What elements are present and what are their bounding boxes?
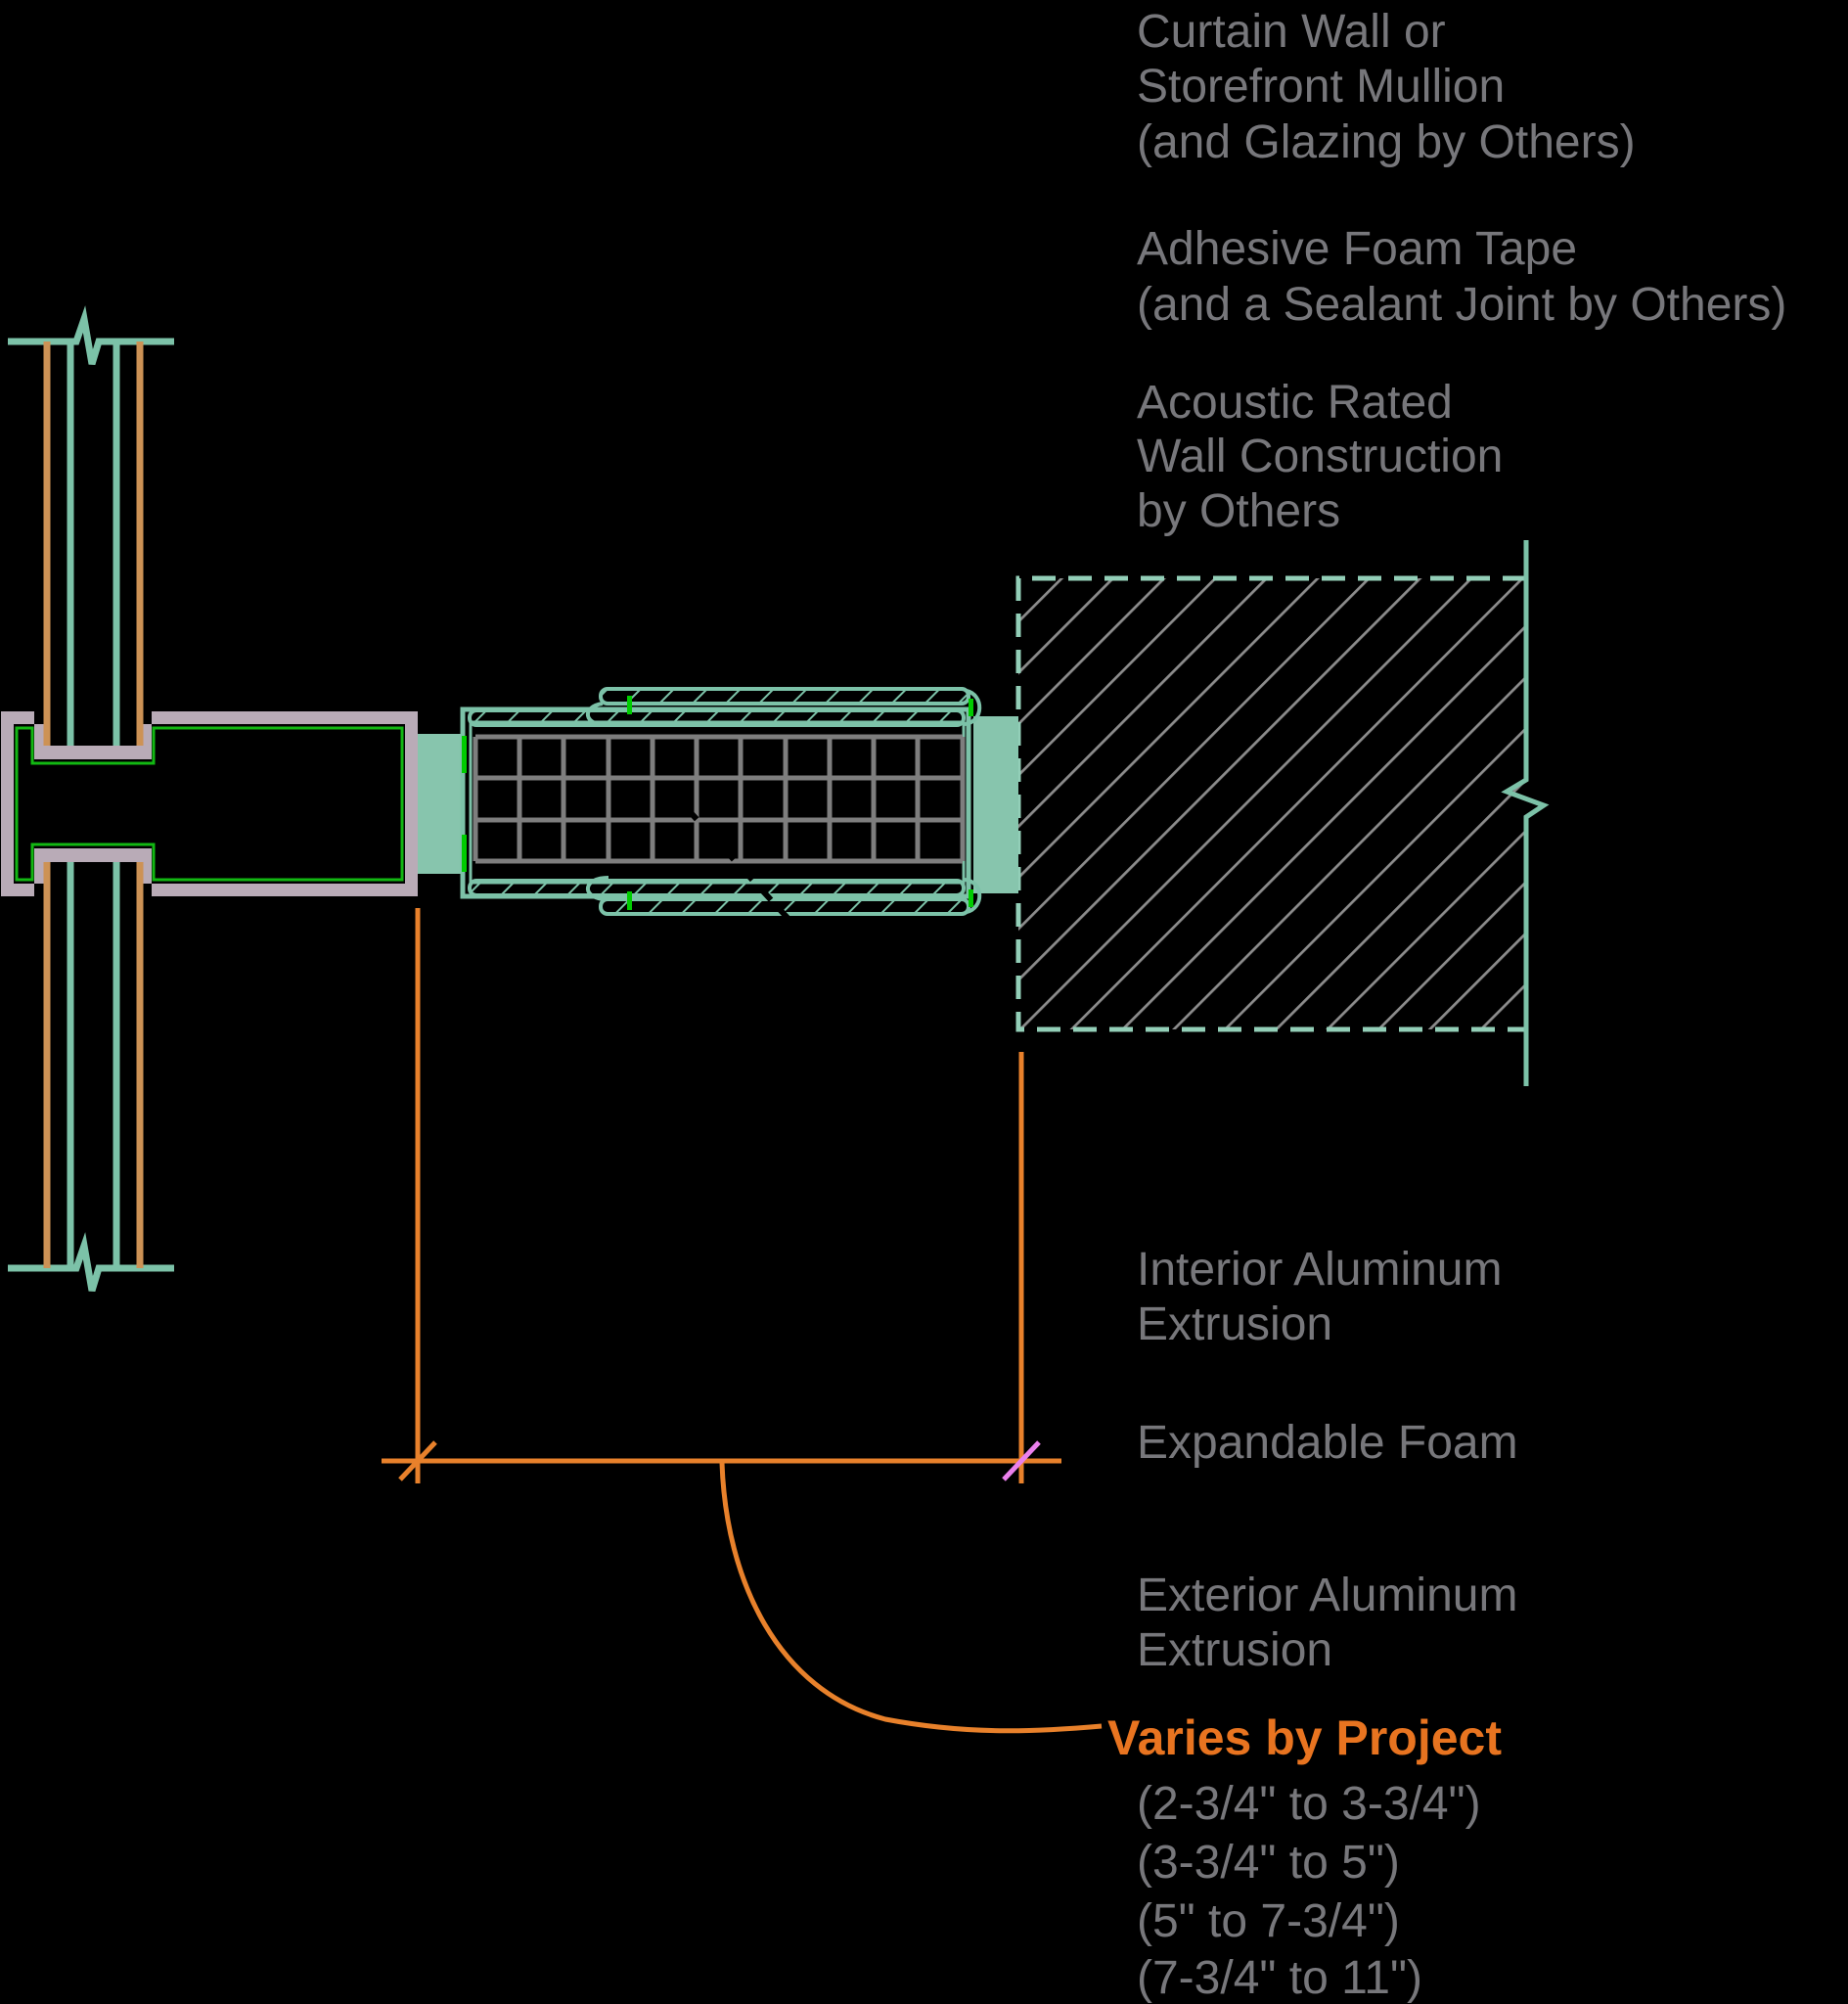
dimension-tick-right (1002, 1440, 1041, 1481)
label-range-1: (2-3/4" to 3-3/4") (1137, 1778, 1481, 1830)
mullion-outline (1, 711, 418, 896)
label-varies-by-project: Varies by Project (1107, 1710, 1503, 1765)
label-range-2: (3-3/4" to 5") (1137, 1837, 1400, 1889)
label-interior-extrusion-1: Interior Aluminum (1137, 1244, 1503, 1296)
label-exterior-extrusion-1: Exterior Aluminum (1137, 1570, 1518, 1621)
acoustic-wall-section (1015, 540, 1550, 1086)
mullion-inner-green-line (15, 726, 404, 882)
label-range-3: (5" to 7-3/4") (1137, 1895, 1400, 1947)
wall-face-line-with-break (1501, 540, 1550, 1086)
leader-arc (719, 1462, 1103, 1734)
label-foam-tape-2: (and a Sealant Joint by Others) (1137, 279, 1787, 331)
joint-plug-assembly (460, 687, 982, 933)
label-acoustic-wall-3: by Others (1137, 485, 1341, 537)
glazing-break-line-bottom (8, 1232, 174, 1293)
label-acoustic-wall-2: Wall Construction (1137, 431, 1504, 482)
mullion-section (1, 711, 418, 896)
dimension-tick-left (398, 1440, 437, 1481)
label-curtain-wall-1: Curtain Wall or (1137, 6, 1446, 58)
glazing-lines (8, 305, 174, 1293)
label-acoustic-wall-1: Acoustic Rated (1137, 377, 1453, 429)
spring-seal-bars (468, 687, 982, 916)
wall-hatch-fill (1018, 578, 1526, 1029)
glazing-break-line-top (8, 305, 174, 366)
label-range-4: (7-3/4" to 11") (1137, 1952, 1422, 2004)
hidden-break-line (682, 803, 801, 933)
label-curtain-wall-2: Storefront Mullion (1137, 61, 1506, 113)
foam-tape-left (418, 734, 463, 874)
label-foam-tape-1: Adhesive Foam Tape (1137, 223, 1578, 275)
label-interior-extrusion-2: Extrusion (1137, 1298, 1333, 1350)
expandable-foam-grid (473, 734, 966, 864)
label-curtain-wall-3: (and Glazing by Others) (1137, 116, 1636, 168)
green-accent-ticks (462, 696, 973, 910)
dimension-annotation (382, 908, 1103, 1734)
foam-tape-right (973, 716, 1018, 893)
extrusion-inner-frame (469, 720, 966, 885)
label-expandable-foam: Expandable Foam (1137, 1417, 1518, 1469)
label-exterior-extrusion-2: Extrusion (1137, 1624, 1333, 1676)
